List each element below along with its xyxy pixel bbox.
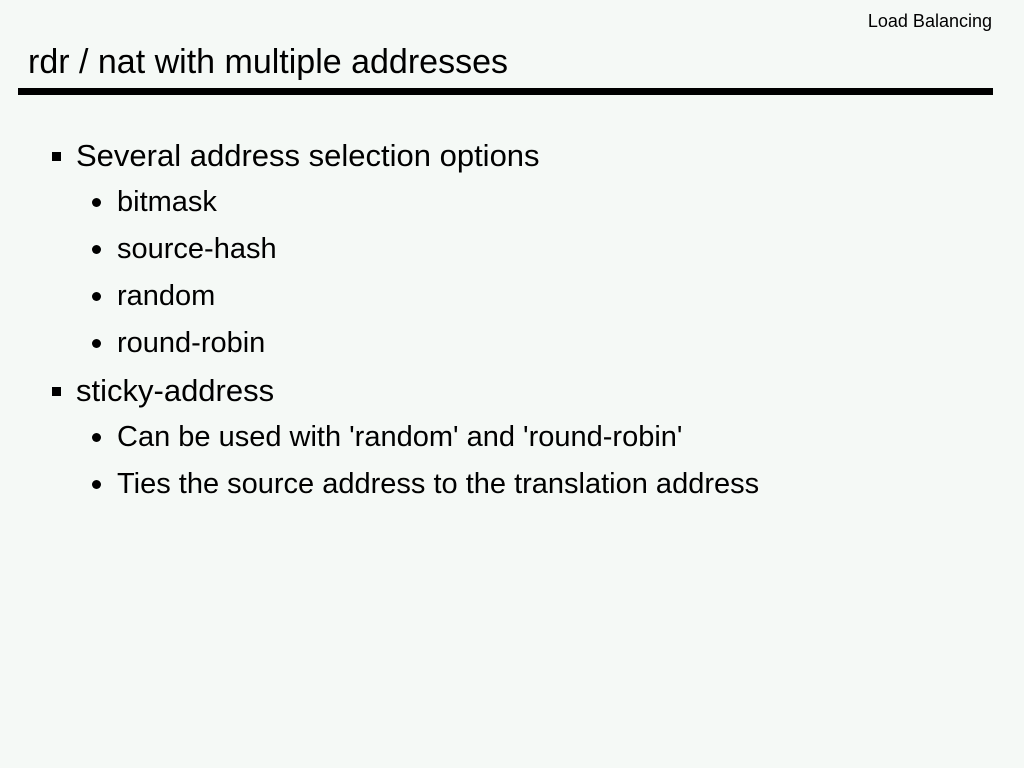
outline-item-text: random (117, 280, 216, 312)
outline-item-text: Ties the source address to the translati… (117, 468, 760, 500)
slide-body: Several address selection options bitmas… (0, 132, 1024, 508)
title-underline-rule (18, 88, 993, 95)
round-bullet-icon (92, 433, 101, 442)
outline-item-text: source-hash (117, 233, 277, 265)
outline-item-level1: sticky-address (0, 367, 1024, 414)
slide-category-label: Load Balancing (867, 11, 992, 31)
outline-item-text: Can be used with 'random' and 'round-rob… (117, 421, 683, 453)
outline-item-level2: bitmask (0, 179, 1024, 226)
outline-item-level1: Several address selection options (0, 132, 1024, 179)
outline-item-text: Several address selection options (76, 138, 540, 173)
outline-item-level2: Can be used with 'random' and 'round-rob… (0, 414, 1024, 461)
round-bullet-icon (92, 198, 101, 207)
outline-item-text: sticky-address (76, 373, 275, 408)
round-bullet-icon (92, 245, 101, 254)
outline-item-level2: round-robin (0, 320, 1024, 367)
outline-list: Several address selection options bitmas… (0, 132, 1024, 508)
slide-title: rdr / nat with multiple addresses (28, 43, 508, 81)
round-bullet-icon (92, 480, 101, 489)
outline-item-text: round-robin (117, 327, 266, 359)
square-bullet-icon (52, 152, 61, 161)
round-bullet-icon (92, 292, 101, 301)
outline-item-level2: source-hash (0, 226, 1024, 273)
outline-item-level2: Ties the source address to the translati… (0, 461, 1024, 508)
square-bullet-icon (52, 387, 61, 396)
outline-item-level2: random (0, 273, 1024, 320)
outline-item-text: bitmask (117, 186, 217, 218)
round-bullet-icon (92, 339, 101, 348)
